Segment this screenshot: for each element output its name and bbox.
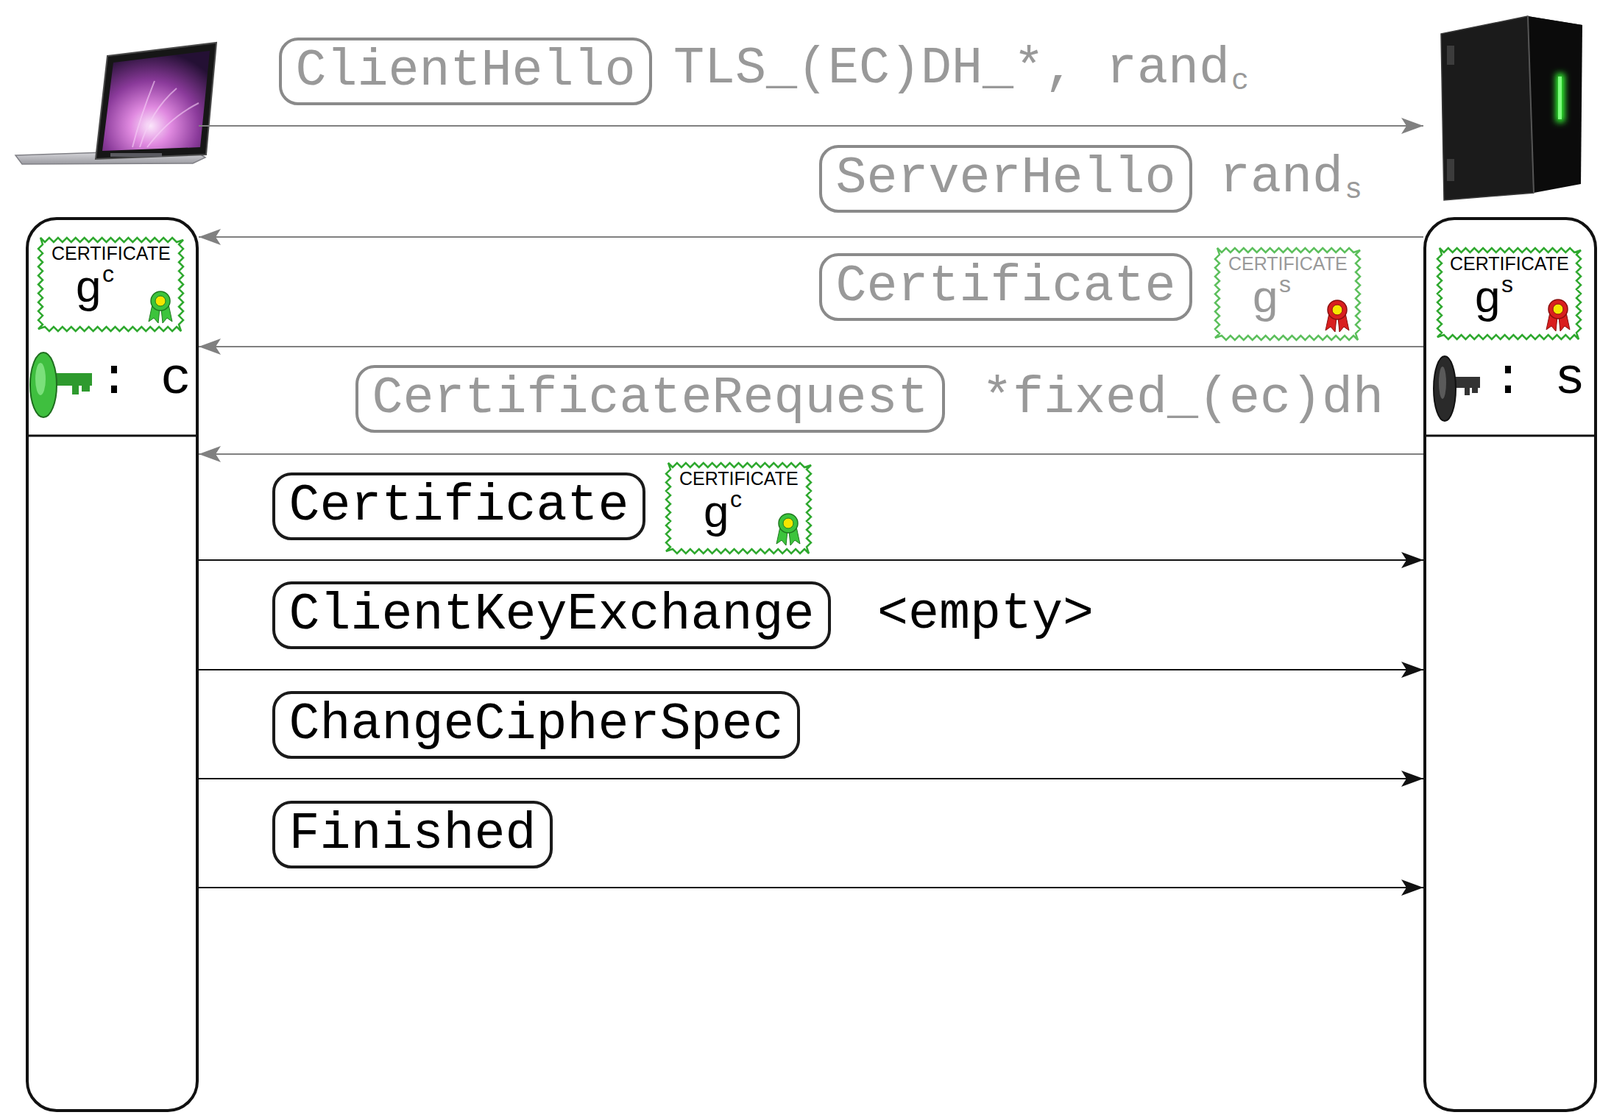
seal-rosette: [1332, 304, 1343, 315]
message-payload: <empty>: [877, 588, 1094, 641]
message-arrow: [198, 668, 1424, 671]
client-key-icon: [81, 384, 90, 392]
public-key-exponent: c: [730, 487, 742, 511]
client-key-icon: [51, 373, 92, 386]
message-name: ClientHello: [295, 45, 636, 98]
message-box: Finished: [272, 800, 553, 869]
server-icon: [1446, 45, 1455, 65]
panel-divider: [25, 434, 199, 438]
host-panel: : c CERTIFICATEgc: [25, 217, 199, 1113]
certificate-heading: CERTIFICATE: [51, 244, 171, 263]
public-key-base: g: [75, 263, 101, 310]
certificate-type-parameter: *fixed_(ec)dh: [981, 373, 1384, 425]
certificate-border: [1215, 248, 1361, 341]
seal-rosette: [1546, 299, 1570, 332]
message-arrow: [198, 777, 1424, 780]
public-key-exponent: c: [102, 262, 115, 286]
server-icon: [1527, 16, 1534, 193]
message-arrow: [198, 453, 1424, 455]
certificate-border: [38, 237, 184, 332]
laptop-icon: [132, 80, 199, 148]
message-arrow: [198, 125, 1424, 127]
subscript: c: [1231, 66, 1249, 97]
seal-rosette: [783, 518, 794, 529]
server-icon: [1441, 16, 1583, 201]
seal-rosette: [1327, 300, 1347, 320]
public-key-exponent: s: [1501, 272, 1514, 296]
message-box: ClientKeyExchange: [272, 581, 831, 650]
message-box: ClientHello: [278, 37, 653, 106]
laptop-icon: [15, 42, 217, 165]
message-box: Certificate: [272, 472, 646, 541]
message-name: ChangeCipherSpec: [288, 699, 784, 751]
server-key-icon: [1471, 387, 1478, 394]
laptop-icon: [110, 153, 162, 157]
random-parameter: rand: [1219, 152, 1344, 204]
message-name: ClientKeyExchange: [288, 589, 814, 642]
public-key-base: g: [703, 488, 729, 535]
server-icon: [1446, 158, 1455, 182]
client-key-icon: [30, 352, 57, 418]
key-owner-label: : s: [1492, 354, 1586, 406]
seal-rosette: [155, 295, 166, 307]
public-key-base: g: [1252, 273, 1278, 320]
laptop-icon: [102, 50, 210, 151]
public-key-base: g: [1474, 273, 1500, 320]
public-key-exponent: s: [1279, 272, 1291, 296]
seal-rosette: [150, 291, 171, 311]
message-box: CertificateRequest: [355, 365, 945, 433]
certificate-icon: CERTIFICATEgs: [1214, 247, 1361, 341]
certificate-icon: CERTIFICATEgc: [665, 462, 812, 555]
certificate-heading: CERTIFICATE: [1449, 254, 1570, 274]
laptop-icon: [95, 42, 217, 159]
subscript: s: [1344, 175, 1363, 206]
seal-rosette: [148, 291, 173, 324]
message-name: ServerHello: [835, 153, 1176, 205]
certificate-border: [1437, 248, 1581, 340]
server-key-icon: [1433, 356, 1481, 421]
server-icon: [1527, 16, 1583, 193]
server-key-icon: [1464, 387, 1470, 396]
client-key-icon: [30, 352, 92, 418]
message-name: CertificateRequest: [371, 373, 929, 425]
server-key-icon: [1438, 366, 1447, 399]
message-arrow: [198, 559, 1424, 561]
message-name: Finished: [288, 808, 536, 861]
message-box: ChangeCipherSpec: [272, 691, 800, 759]
server-icon: [1558, 76, 1562, 120]
message-arrow: [198, 345, 1424, 348]
client-key-icon: [72, 384, 79, 395]
certificate-border: [666, 462, 812, 554]
seal-rosette: [1325, 300, 1350, 332]
server-key-icon: [1433, 356, 1456, 421]
message-arrow: [198, 236, 1424, 238]
message-name: Certificate: [288, 480, 629, 533]
client-key-icon: [35, 362, 46, 396]
certificate-heading: CERTIFICATE: [1228, 254, 1348, 274]
message-box: ServerHello: [819, 144, 1193, 213]
seal-rosette: [776, 513, 800, 546]
certificate-heading: CERTIFICATE: [679, 469, 799, 488]
seal-rosette: [1548, 299, 1568, 319]
cipher-suite-parameter: TLS_(EC)DH_*, rand: [673, 43, 1230, 95]
certificate-icon: CERTIFICATEgs: [1436, 247, 1582, 341]
message-box: Certificate: [819, 253, 1193, 321]
certificate-icon: CERTIFICATEgc: [37, 236, 184, 332]
host-panel: : s CERTIFICATEgs: [1423, 217, 1598, 1113]
server-icon: [1555, 73, 1565, 123]
panel-divider: [1423, 434, 1598, 438]
key-owner-label: : c: [98, 354, 192, 406]
seal-rosette: [778, 513, 798, 533]
message-arrow: [198, 886, 1424, 889]
seal-rosette: [1552, 303, 1564, 315]
message-name: Certificate: [835, 261, 1176, 313]
server-icon: [1441, 16, 1534, 201]
panel-divider: [25, 435, 1598, 437]
